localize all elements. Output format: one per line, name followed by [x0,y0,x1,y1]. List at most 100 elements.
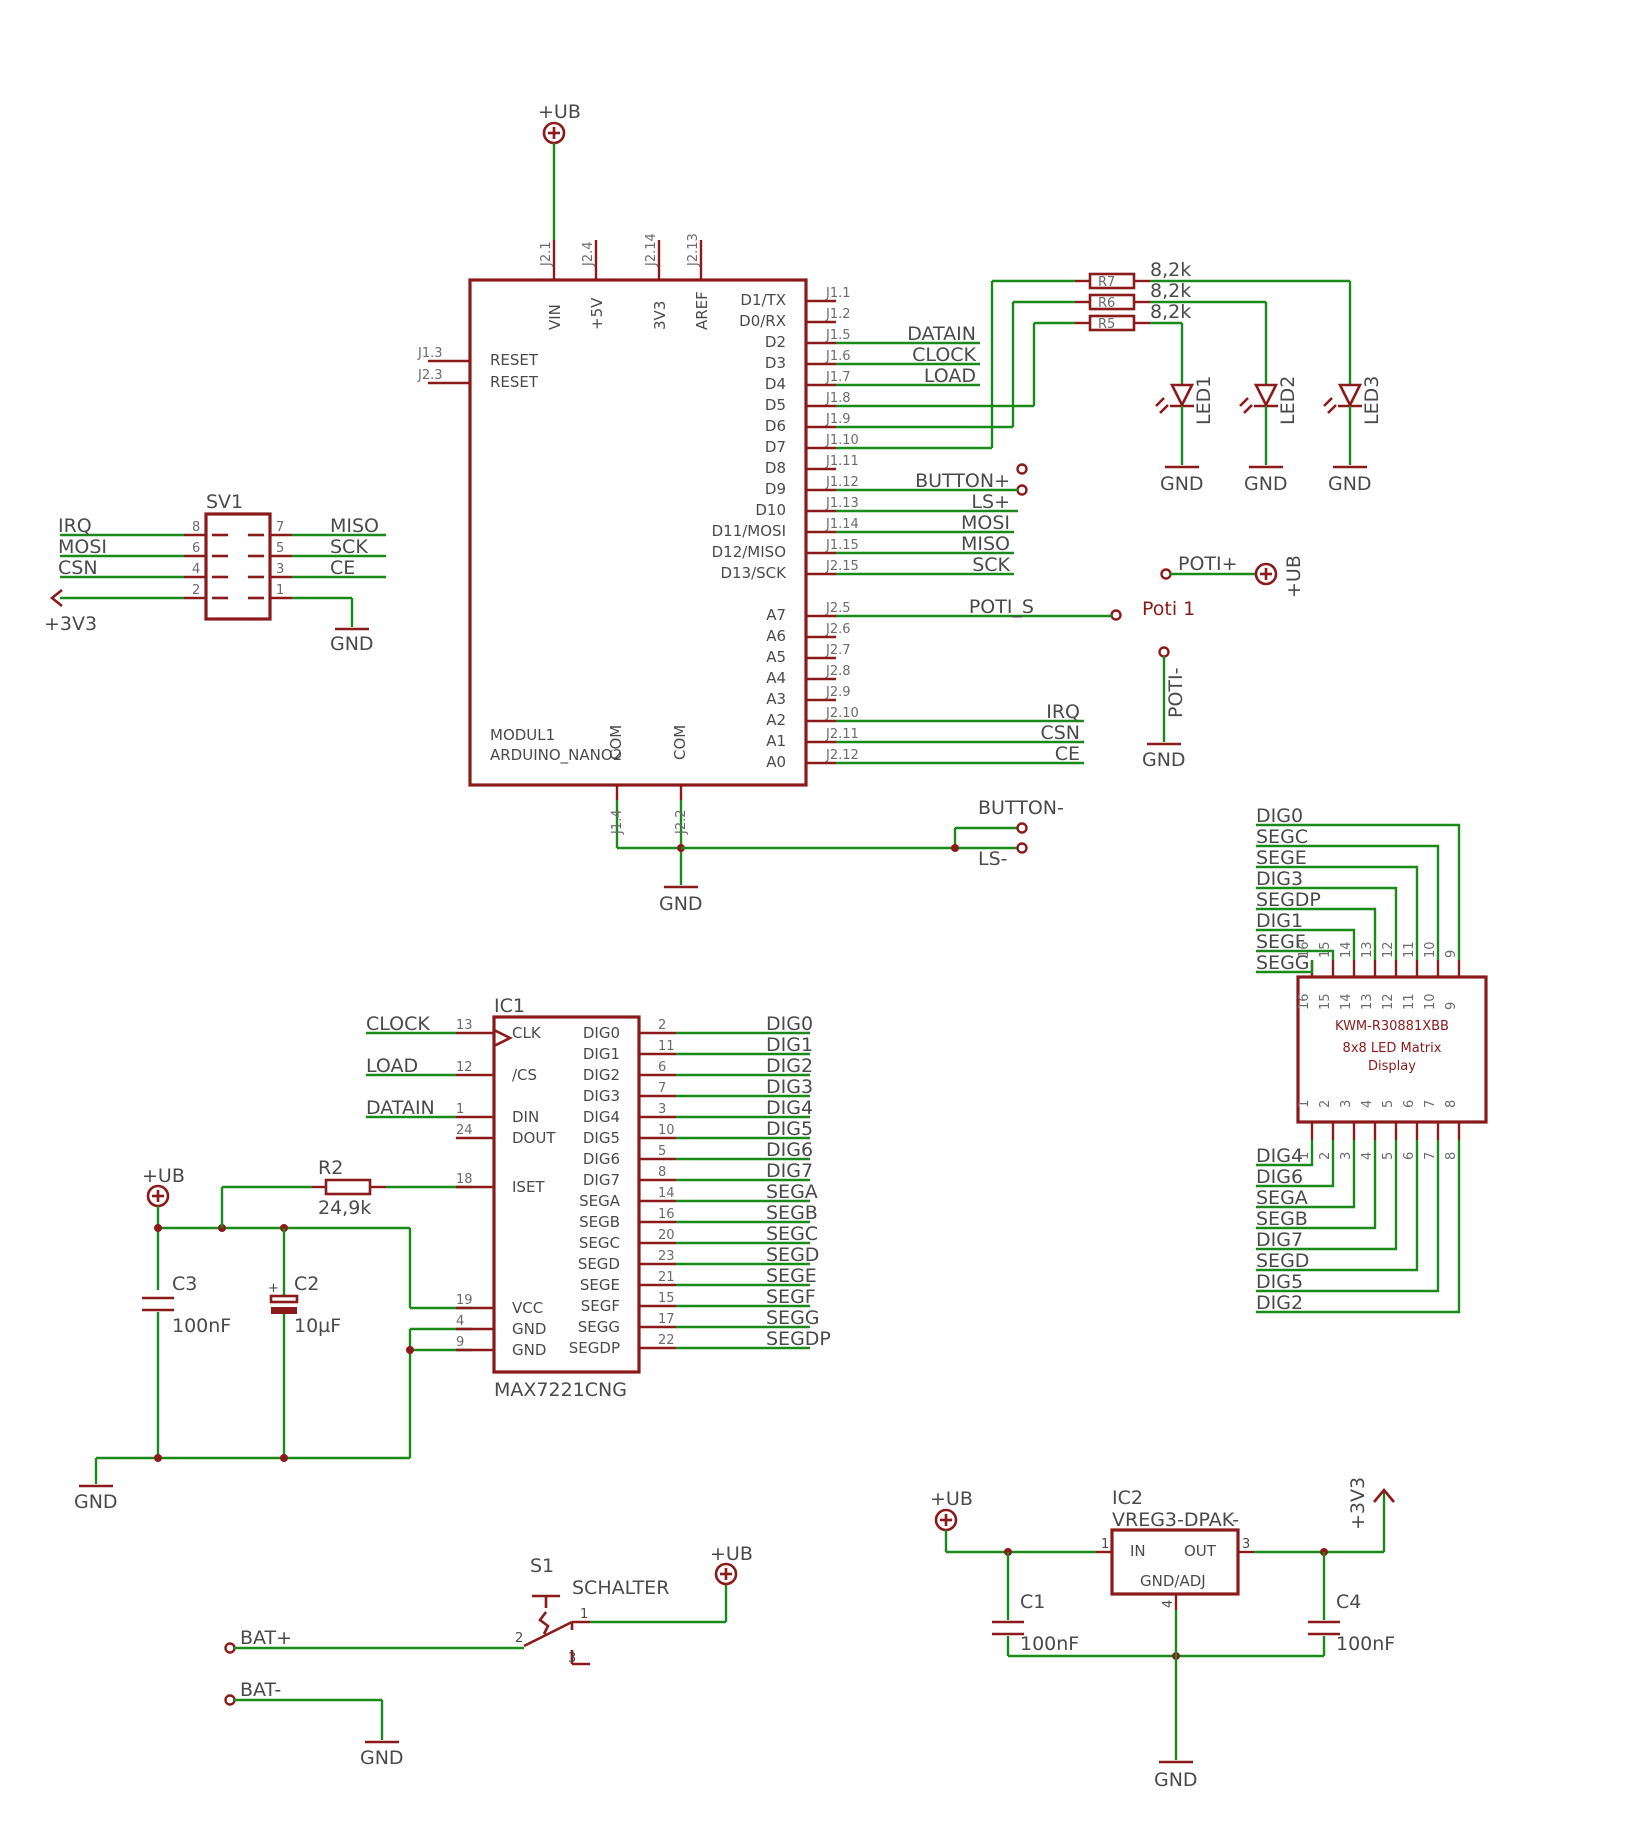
r6-name: R6 [1098,296,1115,311]
led3-symbol: LED3 GND [1323,376,1383,495]
matrix-bottom-pin-inner: 7 [1423,1100,1438,1108]
gnd-sv1-label: GND [330,633,374,655]
ic1-right-pin-name: SEGA [579,1192,621,1210]
ic1-right-pin-num: 7 [658,1081,666,1096]
c1-value: 100nF [1020,1633,1079,1655]
matrix-line3: Display [1368,1059,1416,1074]
sv1-left-pin-num: 4 [192,562,200,577]
ub-supply-arduino: +UB [538,101,581,240]
module-top-pin-num: J2.4 [581,241,596,267]
poti-plus-pad[interactable] [1160,568,1172,580]
matrix-bottom-pin-inner: 2 [1318,1100,1333,1108]
module-right-pin-num: J2.5 [825,601,851,616]
ic1-right-pin-num: 2 [658,1018,666,1033]
s1-pin1: 1 [580,1607,588,1622]
module-net-label: SCK [972,554,1010,576]
matrix-net-wire [1256,823,1461,960]
poti-minus-pad[interactable] [1158,646,1170,658]
module-net-label: MOSI [961,512,1010,534]
matrix-bottom-net: DIG4 [1256,1145,1303,1167]
ic1-right-net: SEGB [766,1202,818,1224]
ic1-power-network: +UB R2 24,9k C3 100nF + C2 10µF [74,1157,472,1513]
ic1-right-net: DIG6 [766,1139,813,1161]
module-net-label: POTI_S [969,596,1034,618]
matrix-net-wire [1256,1140,1377,1230]
r7-name: R7 [1098,275,1115,290]
ic1-right-net: DIG2 [766,1055,813,1077]
r2-name: R2 [318,1157,343,1179]
module-right-pin-num: J2.7 [825,643,851,658]
matrix-net-wire [1256,949,1335,960]
r5-value: 8,2k [1150,301,1191,323]
matrix-bottom-net: DIG7 [1256,1229,1303,1251]
ic1-right-pin-name: DIG4 [583,1108,620,1126]
poti-s-pad[interactable] [1110,609,1122,621]
module-right-pin-num: J1.6 [825,349,851,364]
v33-sv1-label: +3V3 [44,613,97,635]
module-left-pin-name: RESET [490,373,539,391]
led1-symbol: LED1 GND [1155,376,1215,495]
module-bottom-pin-name: COM [607,725,625,760]
sv1-left-pin-num: 8 [192,520,200,535]
matrix-top-pin-inner: 15 [1318,993,1333,1010]
module-top-pin-name: AREF [693,291,711,330]
ic1-right-pin-name: SEGG [578,1318,620,1336]
sv1-left-pin-num: 6 [192,541,200,556]
ic1-right-pin-num: 21 [658,1270,675,1285]
matrix-top-pin-num: 10 [1423,941,1438,958]
c2-value: 10µF [294,1315,341,1337]
matrix-top-pin-inner: 10 [1423,993,1438,1010]
led3-label: LED3 [1361,376,1383,425]
matrix-top-net: DIG3 [1256,868,1303,890]
module-right-pin-num: J1.2 [825,307,851,322]
ub-ic1-label: +UB [142,1165,185,1187]
module-right-pin-name: D11/MOSI [712,522,786,540]
ic1-left-pin-num: 9 [456,1335,464,1350]
matrix-bottom-pin-inner: 8 [1444,1100,1459,1108]
module-right-pin-name: D10 [755,501,786,519]
c1-name: C1 [1020,1591,1045,1613]
ic1-max7221: IC1 MAX7221CNG [492,995,641,1401]
bat-plus-pad[interactable] [224,1642,236,1654]
sv1-connector: SV1 GND +3V3 [44,491,386,655]
module-right-pin-name: A5 [766,648,786,666]
button-plus-pad[interactable] [1016,463,1028,475]
button-minus-label: BUTTON- [978,797,1064,819]
matrix-net-wire [1256,1140,1461,1314]
svg-text:+: + [268,1281,279,1296]
ic2-pin3: 3 [1242,1537,1250,1552]
matrix-net-wire [1256,886,1398,960]
sv1-right-pin-num: 5 [276,541,284,556]
module-right-pin-name: D2 [765,333,786,351]
module-right-pin-name: D13/SCK [720,564,787,582]
module-right-pin-num: J2.9 [825,685,851,700]
ic1-left-pin-num: 19 [456,1293,473,1308]
c2-name: C2 [294,1273,319,1295]
ic1-right-net: SEGG [766,1307,820,1329]
c3-value: 100nF [172,1315,231,1337]
matrix-bottom-pin-num: 5 [1381,1152,1396,1160]
ic1-left-pin-name: ISET [512,1178,545,1196]
matrix-bottom-net: SEGA [1256,1187,1308,1209]
ic1-right-net: DIG3 [766,1076,813,1098]
button-minus-pad[interactable] [1016,822,1028,834]
matrix-bottom-net: SEGD [1256,1250,1309,1272]
matrix-top-pin-inner: 16 [1297,993,1312,1010]
module-right-pin-num: J2.11 [825,727,859,742]
sv1-right-net: SCK [330,536,368,558]
ub-switch-label: +UB [710,1543,753,1565]
matrix-net-wire [1256,907,1377,960]
module-right-pin-name: A7 [766,606,786,624]
sv1-left-net: MOSI [58,536,107,558]
ls-plus-pad[interactable] [1016,484,1028,496]
module-top-pin-num: J2.14 [644,233,659,267]
matrix-bottom-pin-inner: 4 [1360,1100,1375,1108]
module-right-pin-num: J2.12 [825,748,859,763]
bat-minus-pad[interactable] [224,1694,236,1706]
module-net-label: CSN [1040,722,1080,744]
ls-minus-pad[interactable] [1016,842,1028,854]
matrix-bottom-pin-num: 2 [1318,1152,1333,1160]
matrix-bottom-net: DIG2 [1256,1292,1303,1314]
ic1-right-pin-name: DIG5 [583,1129,620,1147]
module-net-label: IRQ [1046,701,1080,723]
